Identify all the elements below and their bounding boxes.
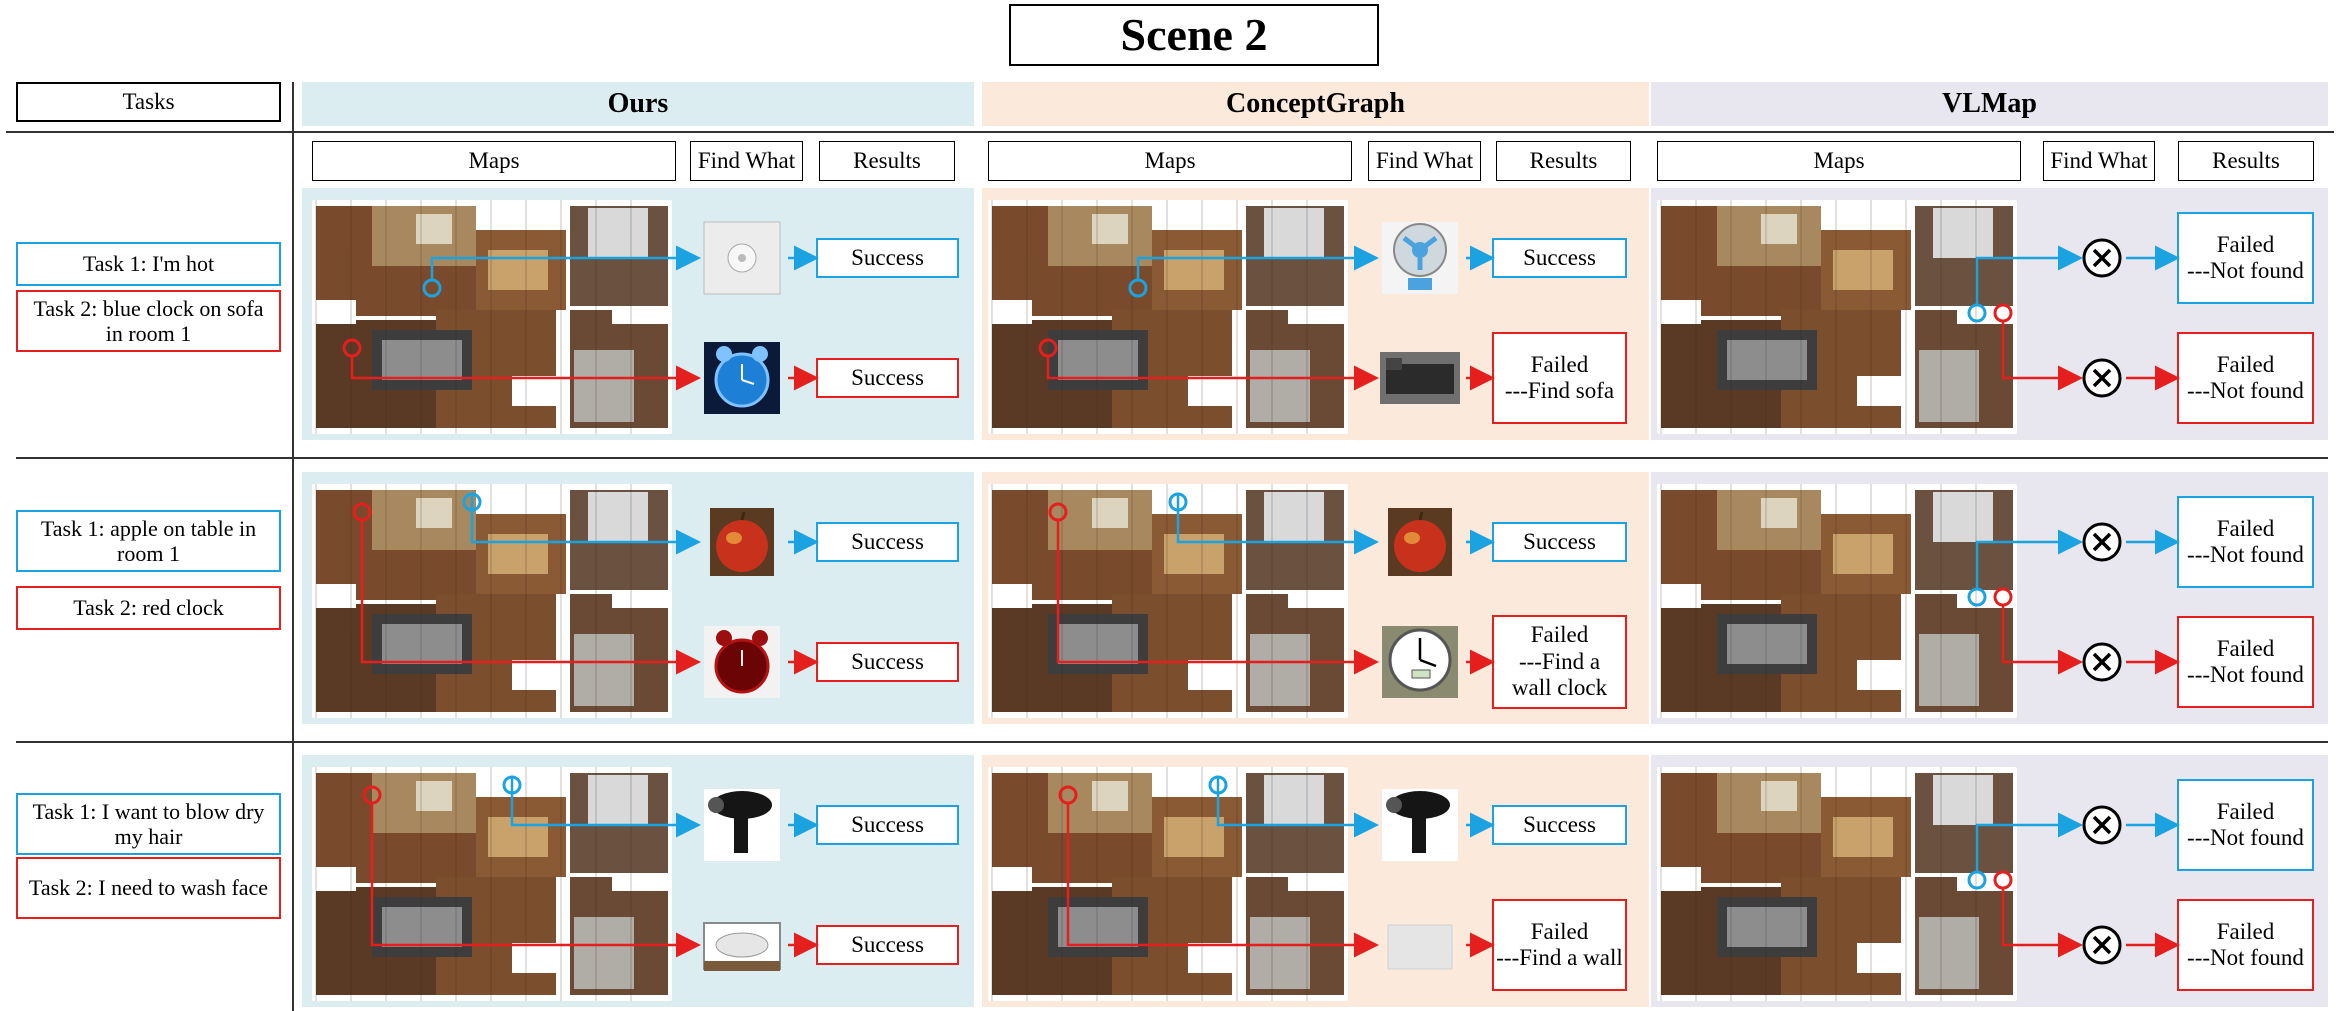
- alarm-clock-blue-icon: [704, 342, 780, 414]
- task-row2-task1: Task 1: apple on table in room 1: [16, 510, 281, 572]
- result-task2: Failed---Not found: [2177, 899, 2314, 991]
- result-task1: Success: [816, 238, 959, 278]
- wall-clock-icon: [1382, 626, 1458, 698]
- result-task1: Failed---Not found: [2177, 496, 2314, 588]
- wall-icon: [1387, 924, 1453, 970]
- result-task1: Success: [1492, 805, 1627, 845]
- find-item: [700, 502, 784, 587]
- method-header-vlmap: VLMap: [1651, 82, 2328, 126]
- find-item: [700, 338, 784, 423]
- subheader-find-vlmap: Find What: [2043, 141, 2155, 181]
- sink-icon: [703, 922, 781, 971]
- cross-icon: [2082, 358, 2122, 398]
- find-item: [700, 785, 784, 870]
- task-row1-task1: Task 1: I'm hot: [16, 242, 281, 286]
- apple-icon: [1388, 508, 1452, 576]
- subheader-find-ours: Find What: [690, 141, 803, 181]
- result-task1: Success: [1492, 238, 1627, 278]
- result-task2: Failed---Find a wall: [1492, 899, 1627, 991]
- result-task1: Failed---Not found: [2177, 212, 2314, 304]
- result-task1: Success: [1492, 522, 1627, 562]
- tasks-header: Tasks: [16, 82, 281, 122]
- find-item: [700, 218, 784, 303]
- task-row3-task1: Task 1: I want to blow dry my hair: [16, 793, 281, 855]
- result-task2: Success: [816, 925, 959, 965]
- scene-map: [988, 484, 1348, 718]
- sofa-icon: [1380, 352, 1460, 404]
- subheader-results-ours: Results: [819, 141, 955, 181]
- row-divider-1: [16, 457, 2328, 459]
- find-item: [2080, 356, 2124, 405]
- scene-map: [1657, 767, 2017, 1001]
- cross-icon: [2082, 522, 2122, 562]
- scene-map: [1657, 484, 2017, 718]
- find-item: [2080, 520, 2124, 569]
- scene-map: [988, 767, 1348, 1001]
- find-item: [2080, 640, 2124, 689]
- row-divider-2: [16, 741, 2328, 743]
- hair-dryer-icon: [704, 789, 780, 861]
- find-item: [1378, 622, 1462, 707]
- scene-map: [988, 200, 1348, 434]
- result-task2: Success: [816, 642, 959, 682]
- hair-dryer-icon: [1382, 789, 1458, 861]
- scene-map: [1657, 200, 2017, 434]
- tasks-divider: [292, 82, 294, 1011]
- scene-map: [312, 200, 672, 434]
- task-row2-task2: Task 2: red clock: [16, 586, 281, 630]
- find-item: [700, 905, 784, 990]
- method-header-conceptgraph: ConceptGraph: [982, 82, 1649, 126]
- result-task1: Success: [816, 805, 959, 845]
- subheader-maps-vlmap: Maps: [1657, 141, 2021, 181]
- alarm-clock-red-icon: [704, 626, 780, 698]
- subheader-find-conceptgraph: Find What: [1368, 141, 1481, 181]
- subheader-results-vlmap: Results: [2178, 141, 2314, 181]
- cross-icon: [2082, 925, 2122, 965]
- subheader-maps-ours: Maps: [312, 141, 676, 181]
- find-item: [700, 622, 784, 707]
- task-row1-task2: Task 2: blue clock on sofa in room 1: [16, 290, 281, 352]
- apple-icon: [710, 508, 774, 576]
- result-task1: Success: [816, 522, 959, 562]
- find-item: [1378, 502, 1462, 587]
- subheader-maps-conceptgraph: Maps: [988, 141, 1352, 181]
- task-row3-task2: Task 2: I need to wash face: [16, 857, 281, 919]
- cross-icon: [2082, 642, 2122, 682]
- scene-map: [312, 484, 672, 718]
- fan-icon: [1382, 222, 1458, 294]
- find-item: [2080, 236, 2124, 285]
- subheader-results-conceptgraph: Results: [1496, 141, 1631, 181]
- find-item: [1378, 905, 1462, 990]
- header-divider: [6, 131, 2334, 133]
- find-item: [2080, 923, 2124, 972]
- find-item: [2080, 803, 2124, 852]
- method-header-ours: Ours: [302, 82, 974, 126]
- switch-icon: [703, 221, 781, 295]
- page-title: Scene 2: [1009, 4, 1379, 66]
- find-item: [1378, 785, 1462, 870]
- find-item: [1378, 338, 1462, 423]
- cross-icon: [2082, 805, 2122, 845]
- cross-icon: [2082, 238, 2122, 278]
- find-item: [1378, 218, 1462, 303]
